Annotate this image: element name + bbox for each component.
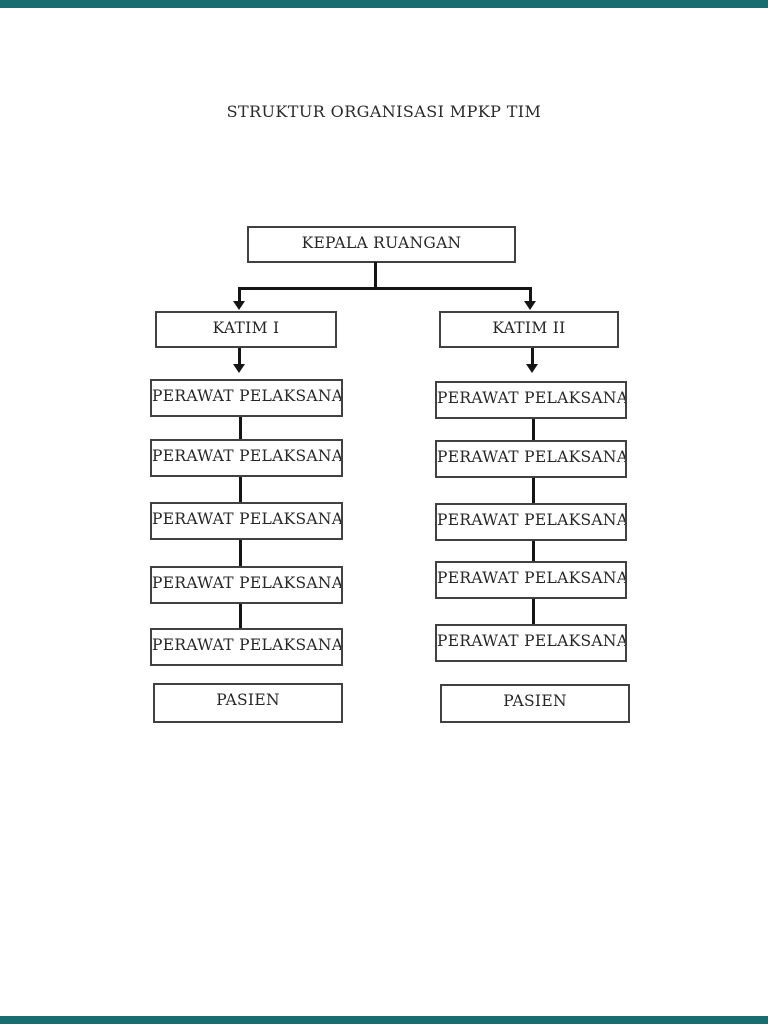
org-box-kepala-ruangan: KEPALA RUANGAN xyxy=(247,226,516,263)
org-box-katim-1: KATIM I xyxy=(155,311,337,348)
org-box-perawat-pelaksana: PERAWAT PELAKSANA xyxy=(435,440,627,478)
org-box-perawat-pelaksana: PERAWAT PELAKSANA xyxy=(435,503,627,541)
connector-left-2 xyxy=(239,477,242,502)
org-box-perawat-pelaksana: PERAWAT PELAKSANA xyxy=(150,502,343,540)
org-box-perawat-pelaksana: PERAWAT PELAKSANA xyxy=(150,379,343,417)
connector-left-3 xyxy=(239,540,242,566)
page-edge-bottom-bar xyxy=(0,1016,768,1024)
org-box-pasien-1: PASIEN xyxy=(153,683,343,723)
org-box-perawat-pelaksana: PERAWAT PELAKSANA xyxy=(435,624,627,662)
org-box-perawat-pelaksana: PERAWAT PELAKSANA xyxy=(435,561,627,599)
page-edge-top-bar xyxy=(0,0,768,8)
diagram-title: STRUKTUR ORGANISASI MPKP TIM xyxy=(226,102,542,121)
connector-root-stem xyxy=(374,262,377,289)
connector-right-2 xyxy=(532,478,535,503)
connector-katim2-stem xyxy=(531,348,534,365)
connector-branch-left-stem xyxy=(238,289,241,302)
org-box-perawat-pelaksana: PERAWAT PELAKSANA xyxy=(150,628,343,666)
connector-right-4 xyxy=(532,599,535,624)
connector-right-1 xyxy=(532,419,535,440)
org-box-perawat-pelaksana: PERAWAT PELAKSANA xyxy=(150,566,343,604)
org-box-perawat-pelaksana: PERAWAT PELAKSANA xyxy=(150,439,343,477)
org-box-perawat-pelaksana: PERAWAT PELAKSANA xyxy=(435,381,627,419)
org-box-pasien-2: PASIEN xyxy=(440,684,630,723)
connector-katim1-stem xyxy=(238,348,241,365)
arrowhead-katim2-to-member xyxy=(526,364,538,373)
connector-branch-right-stem xyxy=(529,289,532,302)
arrowhead-to-katim2 xyxy=(524,301,536,310)
arrowhead-to-katim1 xyxy=(233,301,245,310)
arrowhead-katim1-to-member xyxy=(233,364,245,373)
org-box-katim-2: KATIM II xyxy=(439,311,619,348)
connector-left-1 xyxy=(239,417,242,439)
connector-branch-line xyxy=(238,287,532,290)
connector-right-3 xyxy=(532,541,535,561)
connector-left-4 xyxy=(239,604,242,628)
